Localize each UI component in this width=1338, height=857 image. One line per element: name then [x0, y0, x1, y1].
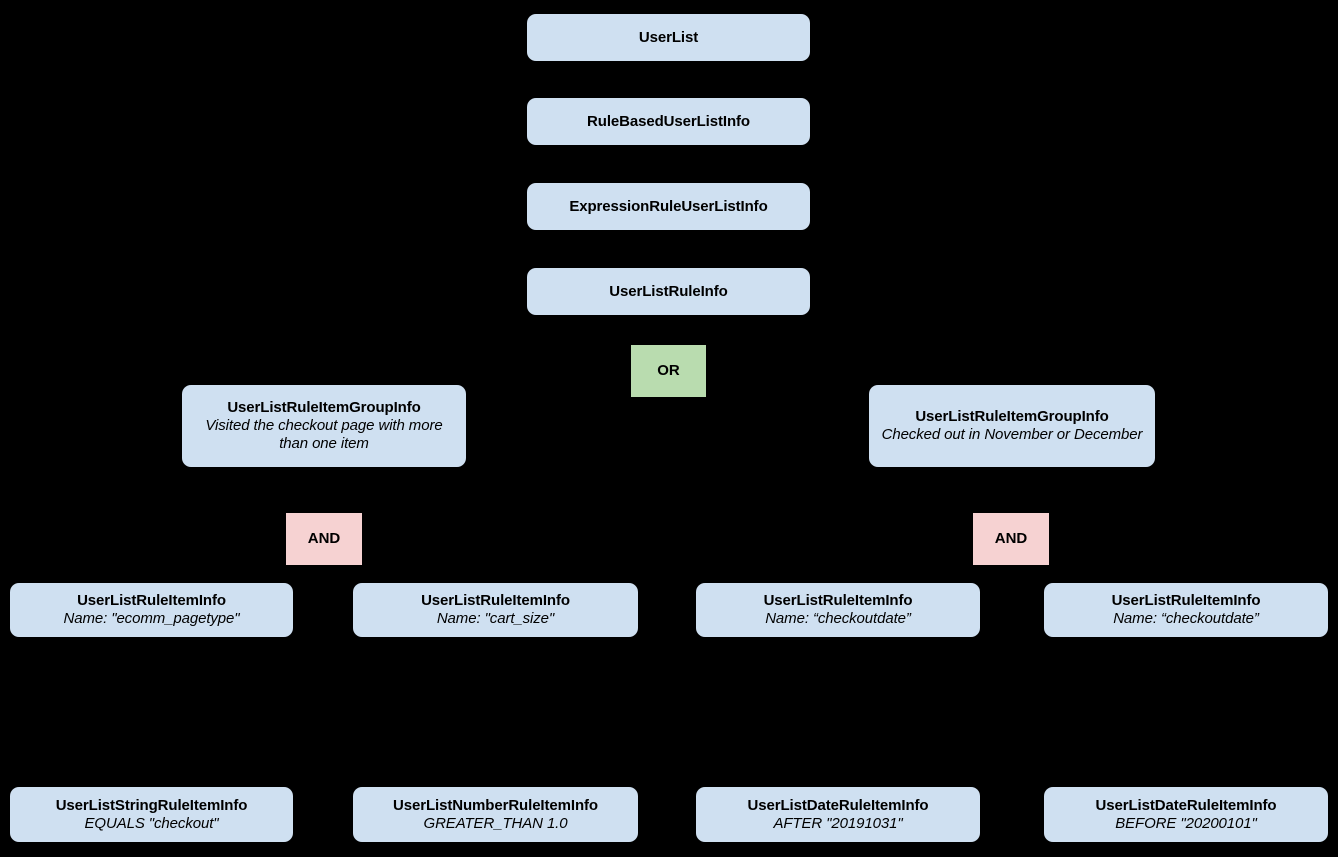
node-title: UserListRuleItemGroupInfo: [915, 408, 1109, 426]
node-subtitle: EQUALS "checkout": [84, 814, 219, 832]
node-title: UserListRuleItemInfo: [77, 592, 226, 610]
node-subtitle: Name: “checkoutdate”: [1113, 610, 1259, 627]
arrowhead-icon-group-right: [984, 374, 1000, 385]
node-rule-based-user-list-info[interactable]: RuleBasedUserListInfo: [527, 98, 810, 145]
node-title: UserListRuleItemInfo: [1111, 592, 1261, 610]
node-group-left[interactable]: UserListRuleItemGroupInfo Visited the ch…: [182, 385, 466, 467]
node-title: UserListDateRuleItemInfo: [1095, 796, 1277, 814]
node-rule-item-3[interactable]: UserListRuleItemInfo Name: “checkoutdate…: [696, 583, 980, 637]
node-subtitle: GREATER_THAN 1.0: [423, 814, 568, 832]
operator-label: AND: [307, 530, 341, 548]
node-rule-item-1[interactable]: UserListRuleItemInfo Name: "ecomm_pagety…: [10, 583, 293, 637]
node-group-right[interactable]: UserListRuleItemGroupInfo Checked out in…: [869, 385, 1155, 467]
node-leaf-2[interactable]: UserListNumberRuleItemInfo GREATER_THAN …: [353, 787, 638, 842]
operator-label: OR: [657, 362, 680, 380]
node-user-list-rule-info[interactable]: UserListRuleInfo: [527, 268, 810, 315]
node-title: UserListStringRuleItemInfo: [55, 796, 248, 814]
node-subtitle: Checked out in November or December: [881, 426, 1143, 443]
operator-or[interactable]: OR: [631, 345, 706, 397]
node-title: UserList: [638, 28, 699, 46]
node-rule-item-4[interactable]: UserListRuleItemInfo Name: “checkoutdate…: [1044, 583, 1328, 637]
node-subtitle: Name: “checkoutdate”: [765, 610, 911, 627]
node-subtitle: Name: "cart_size": [436, 610, 555, 627]
node-title: UserListRuleItemInfo: [763, 592, 913, 610]
operator-and-right[interactable]: AND: [973, 513, 1049, 565]
node-title: UserListRuleInfo: [609, 282, 728, 300]
node-title: UserListDateRuleItemInfo: [747, 796, 929, 814]
node-expression-rule-user-list-info[interactable]: ExpressionRuleUserListInfo: [527, 183, 810, 230]
node-subtitle: Visited the checkout page with more than…: [205, 417, 443, 452]
node-title: UserListRuleItemGroupInfo: [227, 399, 421, 417]
node-title: RuleBasedUserListInfo: [587, 112, 750, 130]
node-subtitle: Name: "ecomm_pagetype": [63, 610, 240, 627]
node-rule-item-2[interactable]: UserListRuleItemInfo Name: "cart_size": [353, 583, 638, 637]
node-subtitle: AFTER "20191031": [773, 814, 903, 832]
node-subtitle: BEFORE "20200101": [1115, 814, 1257, 832]
node-title: UserListNumberRuleItemInfo: [393, 796, 598, 814]
node-title: UserListRuleItemInfo: [421, 592, 570, 610]
node-leaf-1[interactable]: UserListStringRuleItemInfo EQUALS "check…: [10, 787, 293, 842]
arrowhead-icon-group-left: [316, 374, 332, 385]
node-title: ExpressionRuleUserListInfo: [569, 197, 768, 215]
node-user-list[interactable]: UserList: [527, 14, 810, 61]
operator-and-left[interactable]: AND: [286, 513, 362, 565]
node-leaf-4[interactable]: UserListDateRuleItemInfo BEFORE "2020010…: [1044, 787, 1328, 842]
node-leaf-3[interactable]: UserListDateRuleItemInfo AFTER "20191031…: [696, 787, 980, 842]
operator-label: AND: [994, 530, 1028, 548]
